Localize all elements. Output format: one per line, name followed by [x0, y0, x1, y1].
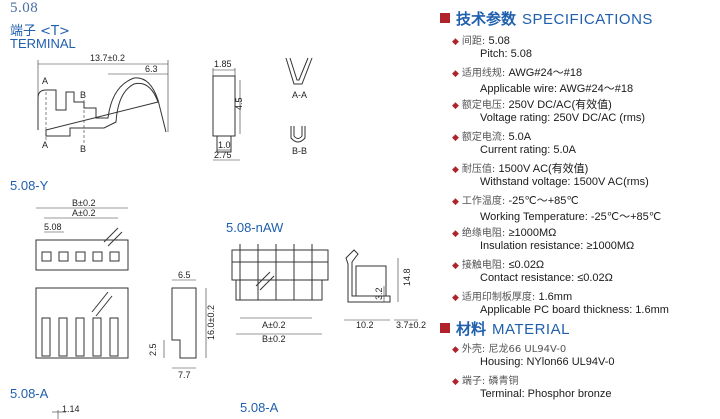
- label-section-bb: B-B: [292, 146, 307, 156]
- series-number: 5.08: [10, 0, 39, 16]
- spec-pcb-thickness: ◆适用印制板厚度: 1.6mm Applicable PC board thic…: [452, 291, 669, 316]
- diamond-bullet-icon: ◆: [452, 36, 459, 46]
- diamond-bullet-icon: ◆: [452, 376, 459, 386]
- dim-terminal-185: 1.85: [214, 59, 232, 69]
- dim-y-65: 6.5: [178, 270, 191, 280]
- dim-naw-37: 3.7±0.2: [396, 320, 426, 330]
- spec-current-rating: ◆额定电流: 5.0A Current rating: 5.0A: [452, 131, 576, 156]
- dim-y-25: 2.5: [148, 343, 158, 356]
- diamond-bullet-icon: ◆: [452, 164, 459, 174]
- housing-y-side-view: [163, 279, 207, 369]
- material-terminal-zh: ◆端子: 磷青铜: [452, 376, 519, 387]
- dim-naw-a: A±0.2: [262, 320, 285, 330]
- material-housing-zh: ◆外壳: 尼龙66 UL94V-0: [452, 344, 567, 355]
- dim-a-114: 1.14: [62, 404, 80, 414]
- dim-terminal-length: 13.7±0.2: [90, 53, 125, 63]
- spec-working-temperature: ◆工作温度: -25℃～+85℃ Working Temperature: -2…: [452, 195, 662, 223]
- dim-naw-148: 14.8: [402, 268, 412, 286]
- red-square-icon: [440, 323, 450, 333]
- dim-naw-32: 3.2: [374, 287, 384, 300]
- spec-applicable-wire: ◆适用线规: AWG#24～#18 Applicable wire: AWG#2…: [452, 67, 634, 95]
- diamond-bullet-icon: ◆: [452, 100, 459, 110]
- technical-drawings: 13.7±0.2 6.3 1.85 4.5 1.0 2.75 A-A B-B A…: [35, 53, 426, 419]
- section-aa-shape: [285, 57, 313, 85]
- dim-terminal-275: 2.75: [214, 150, 232, 160]
- dim-naw-102: 10.2: [356, 320, 374, 330]
- dim-y-77: 7.7: [178, 370, 191, 380]
- label-5-08-a-mid: 5.08-A: [240, 400, 279, 415]
- diamond-bullet-icon: ◆: [452, 344, 459, 354]
- label-5-08-a-left: 5.08-A: [10, 386, 49, 401]
- spec-contact-resistance: ◆接触电阻: ≤0.02Ω Contact resistance: ≤0.02Ω: [452, 259, 613, 284]
- dim-terminal-10: 1.0: [218, 140, 231, 150]
- label-5-08-naw: 5.08-nAW: [226, 220, 284, 235]
- label-sec-a-top: A: [42, 76, 48, 86]
- label-5-08-y: 5.08-Y: [10, 178, 49, 193]
- diamond-bullet-icon: ◆: [452, 132, 459, 142]
- terminal-side-view: [37, 60, 169, 144]
- diamond-bullet-icon: ◆: [452, 260, 459, 270]
- terminal-label-zh: 端子 <T>: [10, 24, 70, 39]
- spec-withstand-voltage: ◆耐压值: 1500V AC(有效值) Withstand voltage: 1…: [452, 163, 649, 188]
- label-sec-b-bottom: B: [80, 144, 86, 154]
- spec-insulation-resistance: ◆绝缘电阻: ≥1000MΩ Insulation resistance: ≥1…: [452, 227, 635, 252]
- diamond-bullet-icon: ◆: [452, 68, 459, 78]
- diamond-bullet-icon: ◆: [452, 292, 459, 302]
- dim-y-a: A±0.2: [72, 208, 95, 218]
- label-sec-b-top: B: [80, 90, 86, 100]
- diamond-bullet-icon: ◆: [452, 196, 459, 206]
- spec-voltage-rating: ◆额定电压: 250V DC/AC(有效值) Voltage rating: 2…: [452, 99, 646, 124]
- dim-y-160: 16.0±0.2: [206, 305, 216, 340]
- material-housing-en: Housing: NYlon66 UL94V-0: [480, 356, 615, 368]
- label-sec-a-bottom: A: [42, 140, 48, 150]
- material-terminal-en: Terminal: Phosphor bronze: [480, 388, 612, 400]
- dim-terminal-63: 6.3: [145, 64, 158, 74]
- header-naw-front-view: [231, 244, 329, 335]
- terminal-label-en: TERMINAL: [10, 36, 76, 51]
- label-section-aa: A-A: [292, 90, 307, 100]
- section-bb-shape: [290, 126, 306, 143]
- dim-naw-b: B±0.2: [262, 334, 285, 344]
- housing-y-front-view: [35, 287, 129, 359]
- dim-terminal-45: 4.5: [234, 97, 244, 110]
- dim-y-508: 5.08: [44, 222, 62, 232]
- diamond-bullet-icon: ◆: [452, 228, 459, 238]
- spec-pitch: ◆间距: 5.08 Pitch: 5.08: [452, 35, 532, 60]
- red-square-icon: [440, 13, 450, 23]
- header-naw-side-view: [344, 249, 418, 321]
- housing-y-top-view: [35, 207, 129, 271]
- dim-y-b: B±0.2: [72, 198, 95, 208]
- terminal-front-view: [212, 68, 241, 161]
